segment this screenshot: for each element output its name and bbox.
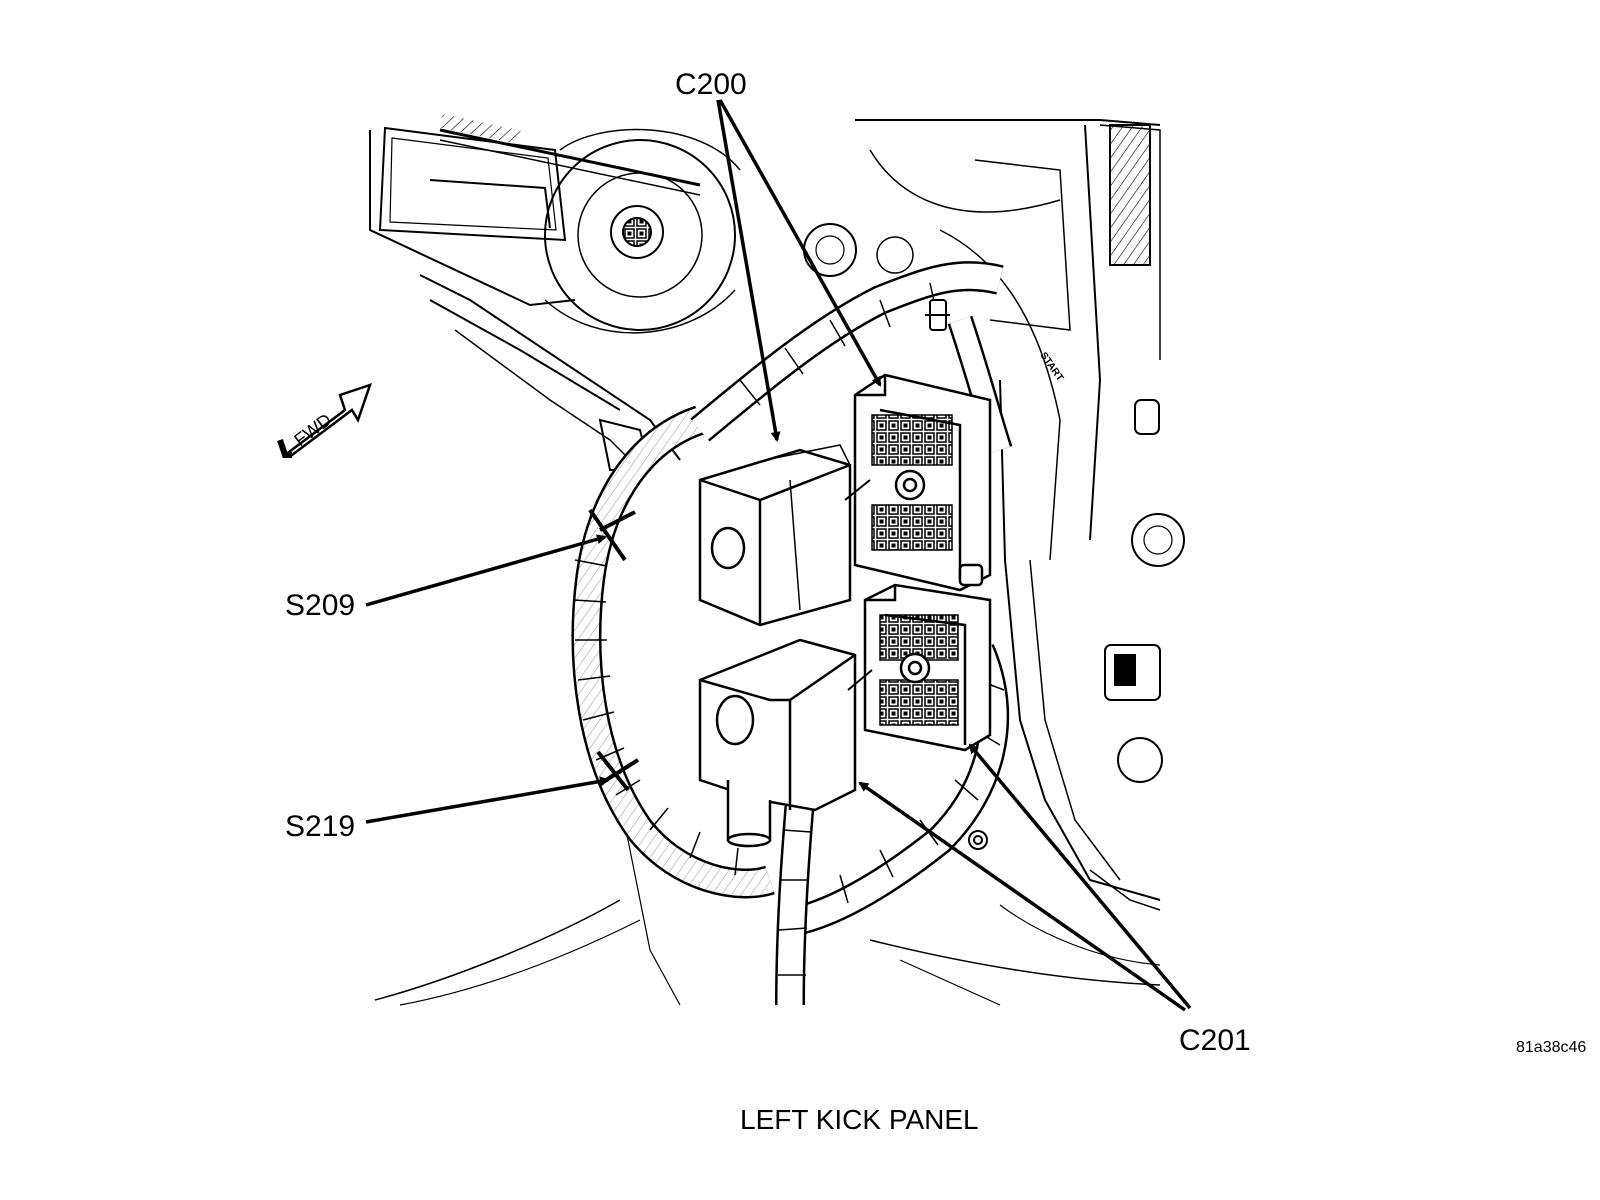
s209-leader [365, 534, 607, 607]
c200-leader-right [718, 99, 882, 387]
leader-lines [365, 99, 1192, 1012]
c201-leader-right [968, 743, 1192, 1010]
fwd-label: FWD [290, 410, 335, 451]
s219-label: S219 [285, 810, 356, 843]
s219-leader [365, 776, 610, 824]
c201-leader-left [858, 781, 1187, 1012]
s209-label: S209 [285, 589, 356, 622]
figure-caption: LEFT KICK PANEL [740, 1104, 979, 1135]
c200-label: C200 [675, 68, 747, 101]
start-label: START [1038, 350, 1066, 383]
dashboard-linework [369, 113, 1185, 1006]
c201-connector-pair [698, 583, 992, 848]
harness-clip [925, 299, 988, 850]
figure-code: 81a38c46 [1516, 1039, 1587, 1056]
fwd-arrow-icon: FWD [277, 383, 373, 458]
c201-label: C201 [1179, 1024, 1251, 1057]
c200-connector-pair [698, 373, 992, 627]
c200-leader-left [716, 99, 781, 442]
